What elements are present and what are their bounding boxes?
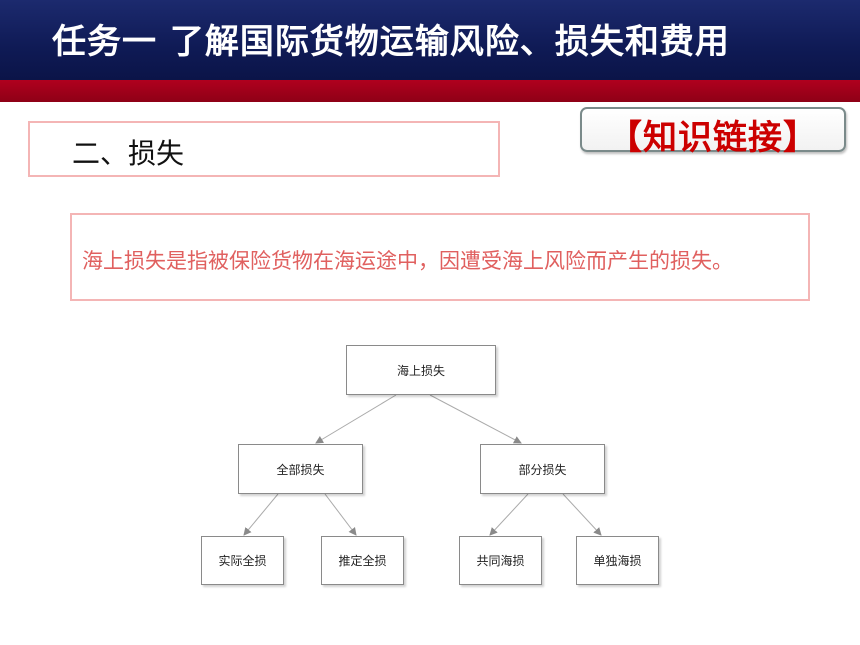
connector-partial-general	[489, 493, 529, 536]
knowledge-link-label: 【知识链接】	[608, 118, 818, 158]
node-partial-loss: 部分损失	[480, 444, 605, 494]
connector-partial-particular	[562, 493, 602, 536]
connector-total-actual	[243, 493, 279, 536]
slide-title: 任务一 了解国际货物运输风险、损失和费用	[52, 22, 730, 62]
node-marine-loss: 海上损失	[346, 345, 496, 395]
section-heading: 二、损失	[72, 137, 185, 170]
node-actual-total-loss: 实际全损	[201, 536, 284, 585]
connector-root-left	[315, 394, 397, 444]
node-total-loss: 全部损失	[238, 444, 363, 494]
definition-box: 海上损失是指被保险货物在海运途中，因遭受海上风险而产生的损失。	[70, 213, 810, 301]
section-heading-box: 二、损失	[28, 121, 500, 177]
slide-header: 任务一 了解国际货物运输风险、损失和费用	[0, 0, 860, 80]
connector-root-right	[429, 394, 522, 444]
connector-total-constructive	[324, 493, 357, 536]
knowledge-link-badge[interactable]: 【知识链接】	[580, 107, 846, 158]
node-general-average: 共同海损	[459, 536, 542, 585]
node-particular-average: 单独海损	[576, 536, 659, 585]
definition-text: 海上损失是指被保险货物在海运途中，因遭受海上风险而产生的损失。	[82, 249, 733, 273]
node-constructive-total-loss: 推定全损	[321, 536, 404, 585]
header-accent-band	[0, 80, 860, 102]
